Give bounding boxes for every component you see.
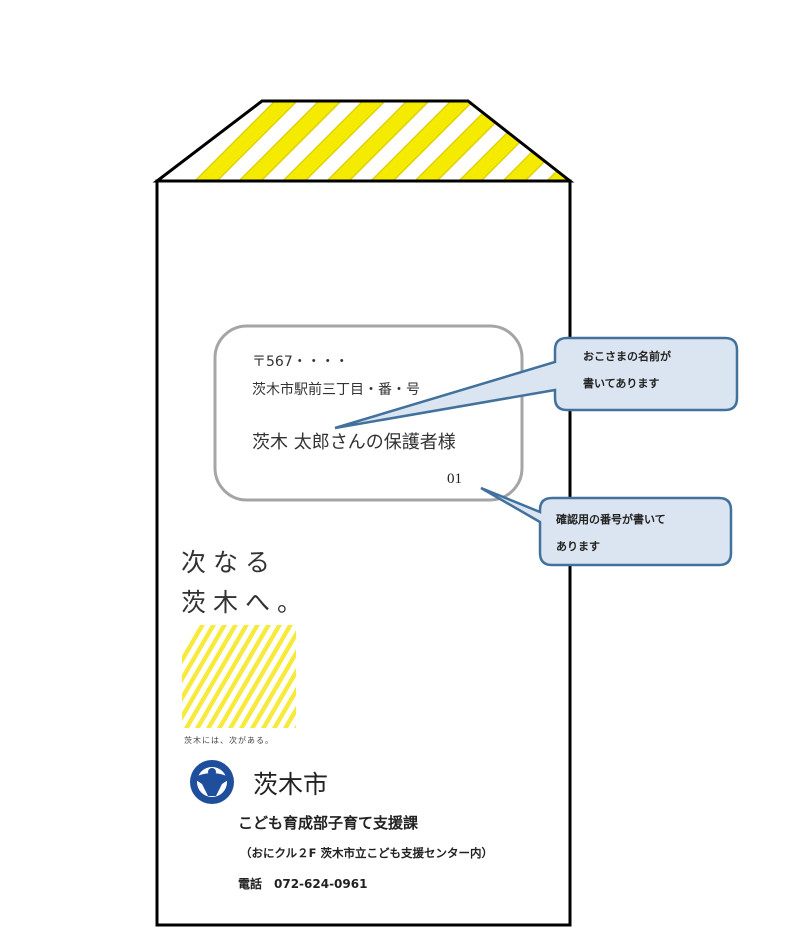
logo-stripe [239,630,296,728]
department-name: こども育成部子育て支援課 [238,814,419,832]
logo-stripe [195,625,260,728]
callout-number-line1: 確認用の番号が書いて [556,513,666,526]
callout-name-line2: 書いてあります [583,377,660,390]
logo-stripe [182,625,238,722]
city-emblem-icon [190,760,234,804]
logo-stripe [228,625,293,728]
flap-stripe [369,101,475,181]
address-line: 茨木市駅前三丁目・番・号 [252,382,420,398]
logo-stripes [182,625,370,728]
callout-name-line1: おこさまの名前が [583,350,671,363]
logo-stripe [294,724,296,728]
logo-stripe [184,625,249,728]
logo-tagline: 茨木には、次がある。 [184,736,274,745]
confirmation-number: 01 [447,471,462,487]
department-location: （おにクル２F 茨木市立こども支援センター内） [240,846,494,860]
flap-stripe [281,101,387,181]
address-window [213,324,524,502]
postal-code: 〒567・・・・ [252,354,349,370]
logo-stripe [283,705,296,728]
phone-number: 電話 072-624-0961 [238,877,368,891]
callout-name [334,336,739,430]
recipient-name: 茨木 太郎さんの保護者様 [252,432,456,453]
logo-stripe [261,667,296,728]
flap-stripe [193,101,299,181]
city-name: 茨木市 [253,770,329,799]
logo-stripe [305,625,370,728]
callout-number [480,486,733,567]
logo-stripe [250,649,296,728]
flap-stripe [545,101,570,181]
logo-stripe [182,625,205,665]
logo-stripe [217,625,282,728]
callout-number-line2: あります [556,540,600,553]
slogan-line2: 茨木へ。 [181,588,310,617]
logo-stripe [272,686,296,728]
flap-stripe [237,101,343,181]
logo-stripe [206,625,271,728]
flap-stripe [325,101,431,181]
flap-stripes [193,101,570,181]
logo-stripe [182,625,227,703]
slogan-line1: 次なる [181,548,278,577]
